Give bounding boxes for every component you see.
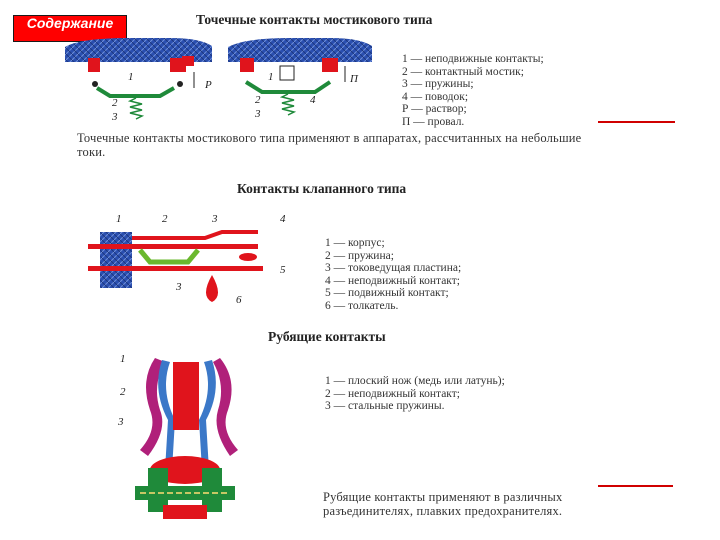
spring xyxy=(279,93,297,116)
fig-label: 4 xyxy=(310,94,316,106)
legend-item: 3 — стальные пружины. xyxy=(325,400,445,413)
legend-item: Р — раствор; xyxy=(402,103,467,116)
legend-item: 6 — толкатель. xyxy=(325,299,399,312)
fig-label: 1 xyxy=(120,353,126,365)
lead xyxy=(279,65,295,81)
fig-label: 3 xyxy=(117,416,124,428)
contact-bridge xyxy=(95,86,175,98)
legend-item: 3 — токоведущая пластина; xyxy=(325,262,462,275)
legend-item: 4 — неподвижный контакт; xyxy=(325,274,460,287)
fig-label: 3 xyxy=(254,108,261,120)
section3-note: Рубящие контакты применяют в различных р… xyxy=(323,490,563,518)
fig-label: 2 xyxy=(162,213,168,225)
legend-item: 2 — неподвижный контакт; xyxy=(325,387,460,400)
knife xyxy=(173,362,199,430)
fig-label: 3 xyxy=(211,213,218,225)
fig-label: 1 xyxy=(128,71,134,83)
legend-item: 2 — пружина; xyxy=(325,249,394,262)
fig-label: 1 xyxy=(268,71,274,83)
insulator-body xyxy=(228,38,372,62)
pusher xyxy=(206,275,218,302)
contents-button[interactable]: Содержание xyxy=(13,15,127,42)
knife-contact-diagram xyxy=(135,358,238,519)
legend-item: 1 — корпус; xyxy=(325,237,385,249)
conducting-plate xyxy=(88,266,263,271)
bridge-contact-diagram-open xyxy=(65,38,212,120)
section1-note: Точечные контакты мостикового типа приме… xyxy=(77,131,582,159)
fixed-contact xyxy=(199,360,216,470)
legend-item: 2 — контактный мостик; xyxy=(402,65,524,78)
fig-label: 3 xyxy=(111,111,118,123)
legend-item: П — провал. xyxy=(402,115,465,128)
contact-bridge xyxy=(244,80,332,94)
section3-title: Рубящие контакты xyxy=(268,329,386,344)
fig-label: 6 xyxy=(236,294,242,306)
legend-item: 4 — поводок; xyxy=(402,90,469,103)
valve-contact-diagram xyxy=(88,230,263,302)
section1-title: Точечные контакты мостикового типа xyxy=(196,12,433,27)
conducting-plate xyxy=(88,244,258,249)
fig-label: 2 xyxy=(120,386,126,398)
legend-item: 1 — плоский нож (медь или латунь); xyxy=(325,375,505,387)
fig-label: 1 xyxy=(116,213,122,225)
steel-spring xyxy=(213,358,238,456)
accent-line xyxy=(598,485,673,487)
section2-title: Контакты клапанного типа xyxy=(237,181,407,196)
steel-spring xyxy=(140,358,165,456)
fixed-contact xyxy=(240,58,254,72)
fig-label: 4 xyxy=(280,213,286,225)
spring xyxy=(138,248,200,265)
bridge-contact-diagram-closed xyxy=(228,38,372,116)
legend-item: 3 — пружины; xyxy=(402,78,474,91)
moving-contact xyxy=(239,253,257,261)
fig-label: 3 xyxy=(175,281,182,293)
insulator-body xyxy=(65,38,212,62)
fig-label: П xyxy=(349,73,359,85)
fixed-contact xyxy=(158,360,175,470)
section1-legend: 1 — неподвижные контакты; 2 — контактный… xyxy=(402,53,544,129)
section3-legend: 1 — плоский нож (медь или латунь); 2 — н… xyxy=(325,375,505,413)
legend-item: 5 — подвижный контакт; xyxy=(325,287,449,300)
spring xyxy=(127,97,145,120)
accent-line xyxy=(598,121,675,123)
section2-legend: 1 — корпус; 2 — пружина; 3 — токоведущая… xyxy=(325,237,461,313)
fig-label: 2 xyxy=(112,97,118,109)
fig-label: Р xyxy=(204,79,212,91)
fig-label: 5 xyxy=(280,264,286,276)
fixed-contact xyxy=(322,58,338,72)
housing xyxy=(100,232,132,288)
legend-item: 1 — неподвижные контакты; xyxy=(402,53,544,65)
fixed-contact xyxy=(88,58,100,72)
fig-label: 2 xyxy=(255,94,261,106)
